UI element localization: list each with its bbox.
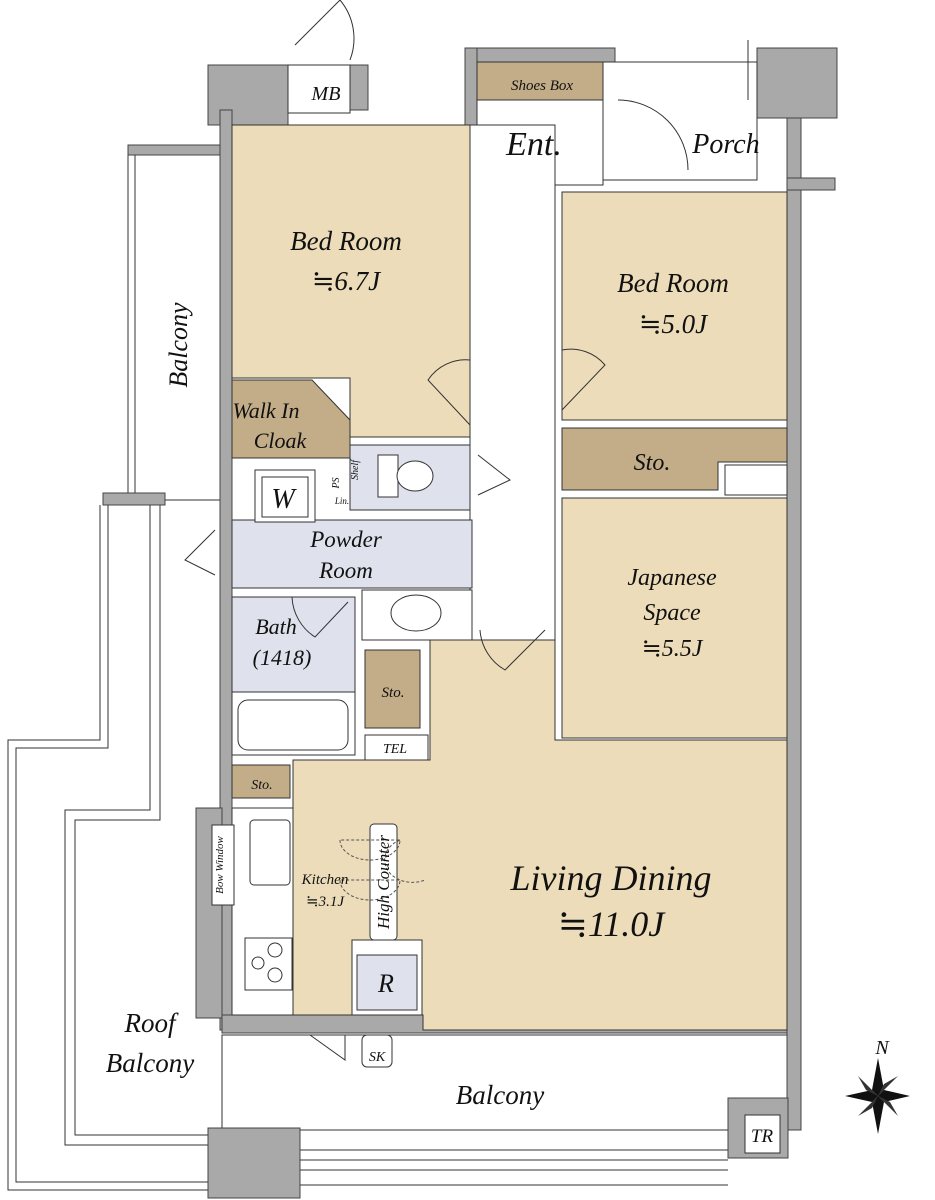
- walk-in-cloak: [231, 379, 351, 459]
- sink-icon: [390, 594, 442, 632]
- storage-kitchen: [231, 764, 291, 799]
- tr-label: TR: [751, 1126, 774, 1147]
- kitchen-sink-icon: [249, 819, 291, 886]
- storage-bath: [364, 649, 421, 729]
- storage-bath-label: Sto.: [382, 685, 405, 701]
- porch: [602, 61, 758, 181]
- washer-label: W: [271, 484, 297, 515]
- shelf-label: Shelf: [350, 459, 361, 480]
- compass-north-label: N: [874, 1037, 890, 1059]
- japanese-space-line2: Space: [643, 600, 701, 626]
- toilet-room: [349, 444, 471, 511]
- ps-label: PS: [331, 477, 342, 489]
- sk-box: [361, 1034, 393, 1068]
- roof-balcony-outline: [7, 492, 215, 1191]
- balcony-south-label: Balcony: [456, 1080, 544, 1110]
- storage-kitchen-label: Sto.: [251, 778, 272, 793]
- fridge-space: [356, 954, 418, 1011]
- bath-size: (1418): [253, 645, 312, 670]
- walk-in-cloak-line2: Cloak: [254, 428, 308, 453]
- tel-label: TEL: [383, 742, 407, 757]
- bedroom-2: [561, 191, 788, 421]
- fridge-label: R: [377, 969, 394, 998]
- powder-room-line2: Room: [318, 558, 373, 583]
- powder-room: [231, 519, 473, 589]
- lin-label: Lin.: [334, 496, 349, 506]
- bedroom-2-size: ≒5.0J: [639, 309, 709, 339]
- roof-balcony-line1: Roof: [124, 1008, 179, 1038]
- bathtub-icon: [237, 699, 349, 751]
- living-dining-name: Living Dining: [509, 858, 711, 898]
- powder-room-line1: Powder: [309, 527, 383, 552]
- hallway: [469, 124, 556, 641]
- japanese-space: [561, 497, 788, 739]
- japanese-space-line1: Japanese: [627, 565, 717, 591]
- entrance-label: Ent.: [505, 126, 562, 163]
- walk-in-cloak-line1: Walk In: [232, 398, 299, 423]
- mb-label: MB: [311, 83, 341, 105]
- bath: [231, 596, 356, 693]
- bedroom-1-size: ≒6.7J: [312, 266, 382, 296]
- kitchen-label: Kitchen: [301, 872, 349, 888]
- entry-door-swing: [617, 99, 689, 171]
- bedroom-1-name: Bed Room: [290, 226, 402, 256]
- south-balcony: [221, 1034, 790, 1186]
- bow-window-label: Bow Window: [214, 835, 226, 893]
- shoes-box: [476, 61, 604, 101]
- mb-door: [294, 0, 355, 61]
- living-dining-size: ≒11.0J: [558, 904, 666, 944]
- storage-north-label: Sto.: [634, 450, 671, 476]
- kitchen-size: ≒3.1J: [306, 894, 345, 910]
- porch-label: Porch: [691, 129, 759, 160]
- mb-box: [287, 64, 351, 114]
- sk-label: SK: [369, 1050, 386, 1065]
- bath-label: Bath: [255, 614, 297, 639]
- bedroom-2-name: Bed Room: [617, 268, 729, 298]
- storage-north: [561, 427, 788, 491]
- tel-space: [364, 734, 429, 761]
- japanese-space-size: ≒5.5J: [642, 636, 704, 662]
- compass-icon: [845, 1058, 910, 1134]
- balcony-west-label: Balcony: [164, 302, 193, 388]
- toilet-icon: [396, 460, 434, 492]
- shoes-box-label: Shoes Box: [511, 78, 573, 94]
- high-counter-label: High Counter: [374, 835, 393, 930]
- roof-balcony-line2: Balcony: [106, 1048, 194, 1078]
